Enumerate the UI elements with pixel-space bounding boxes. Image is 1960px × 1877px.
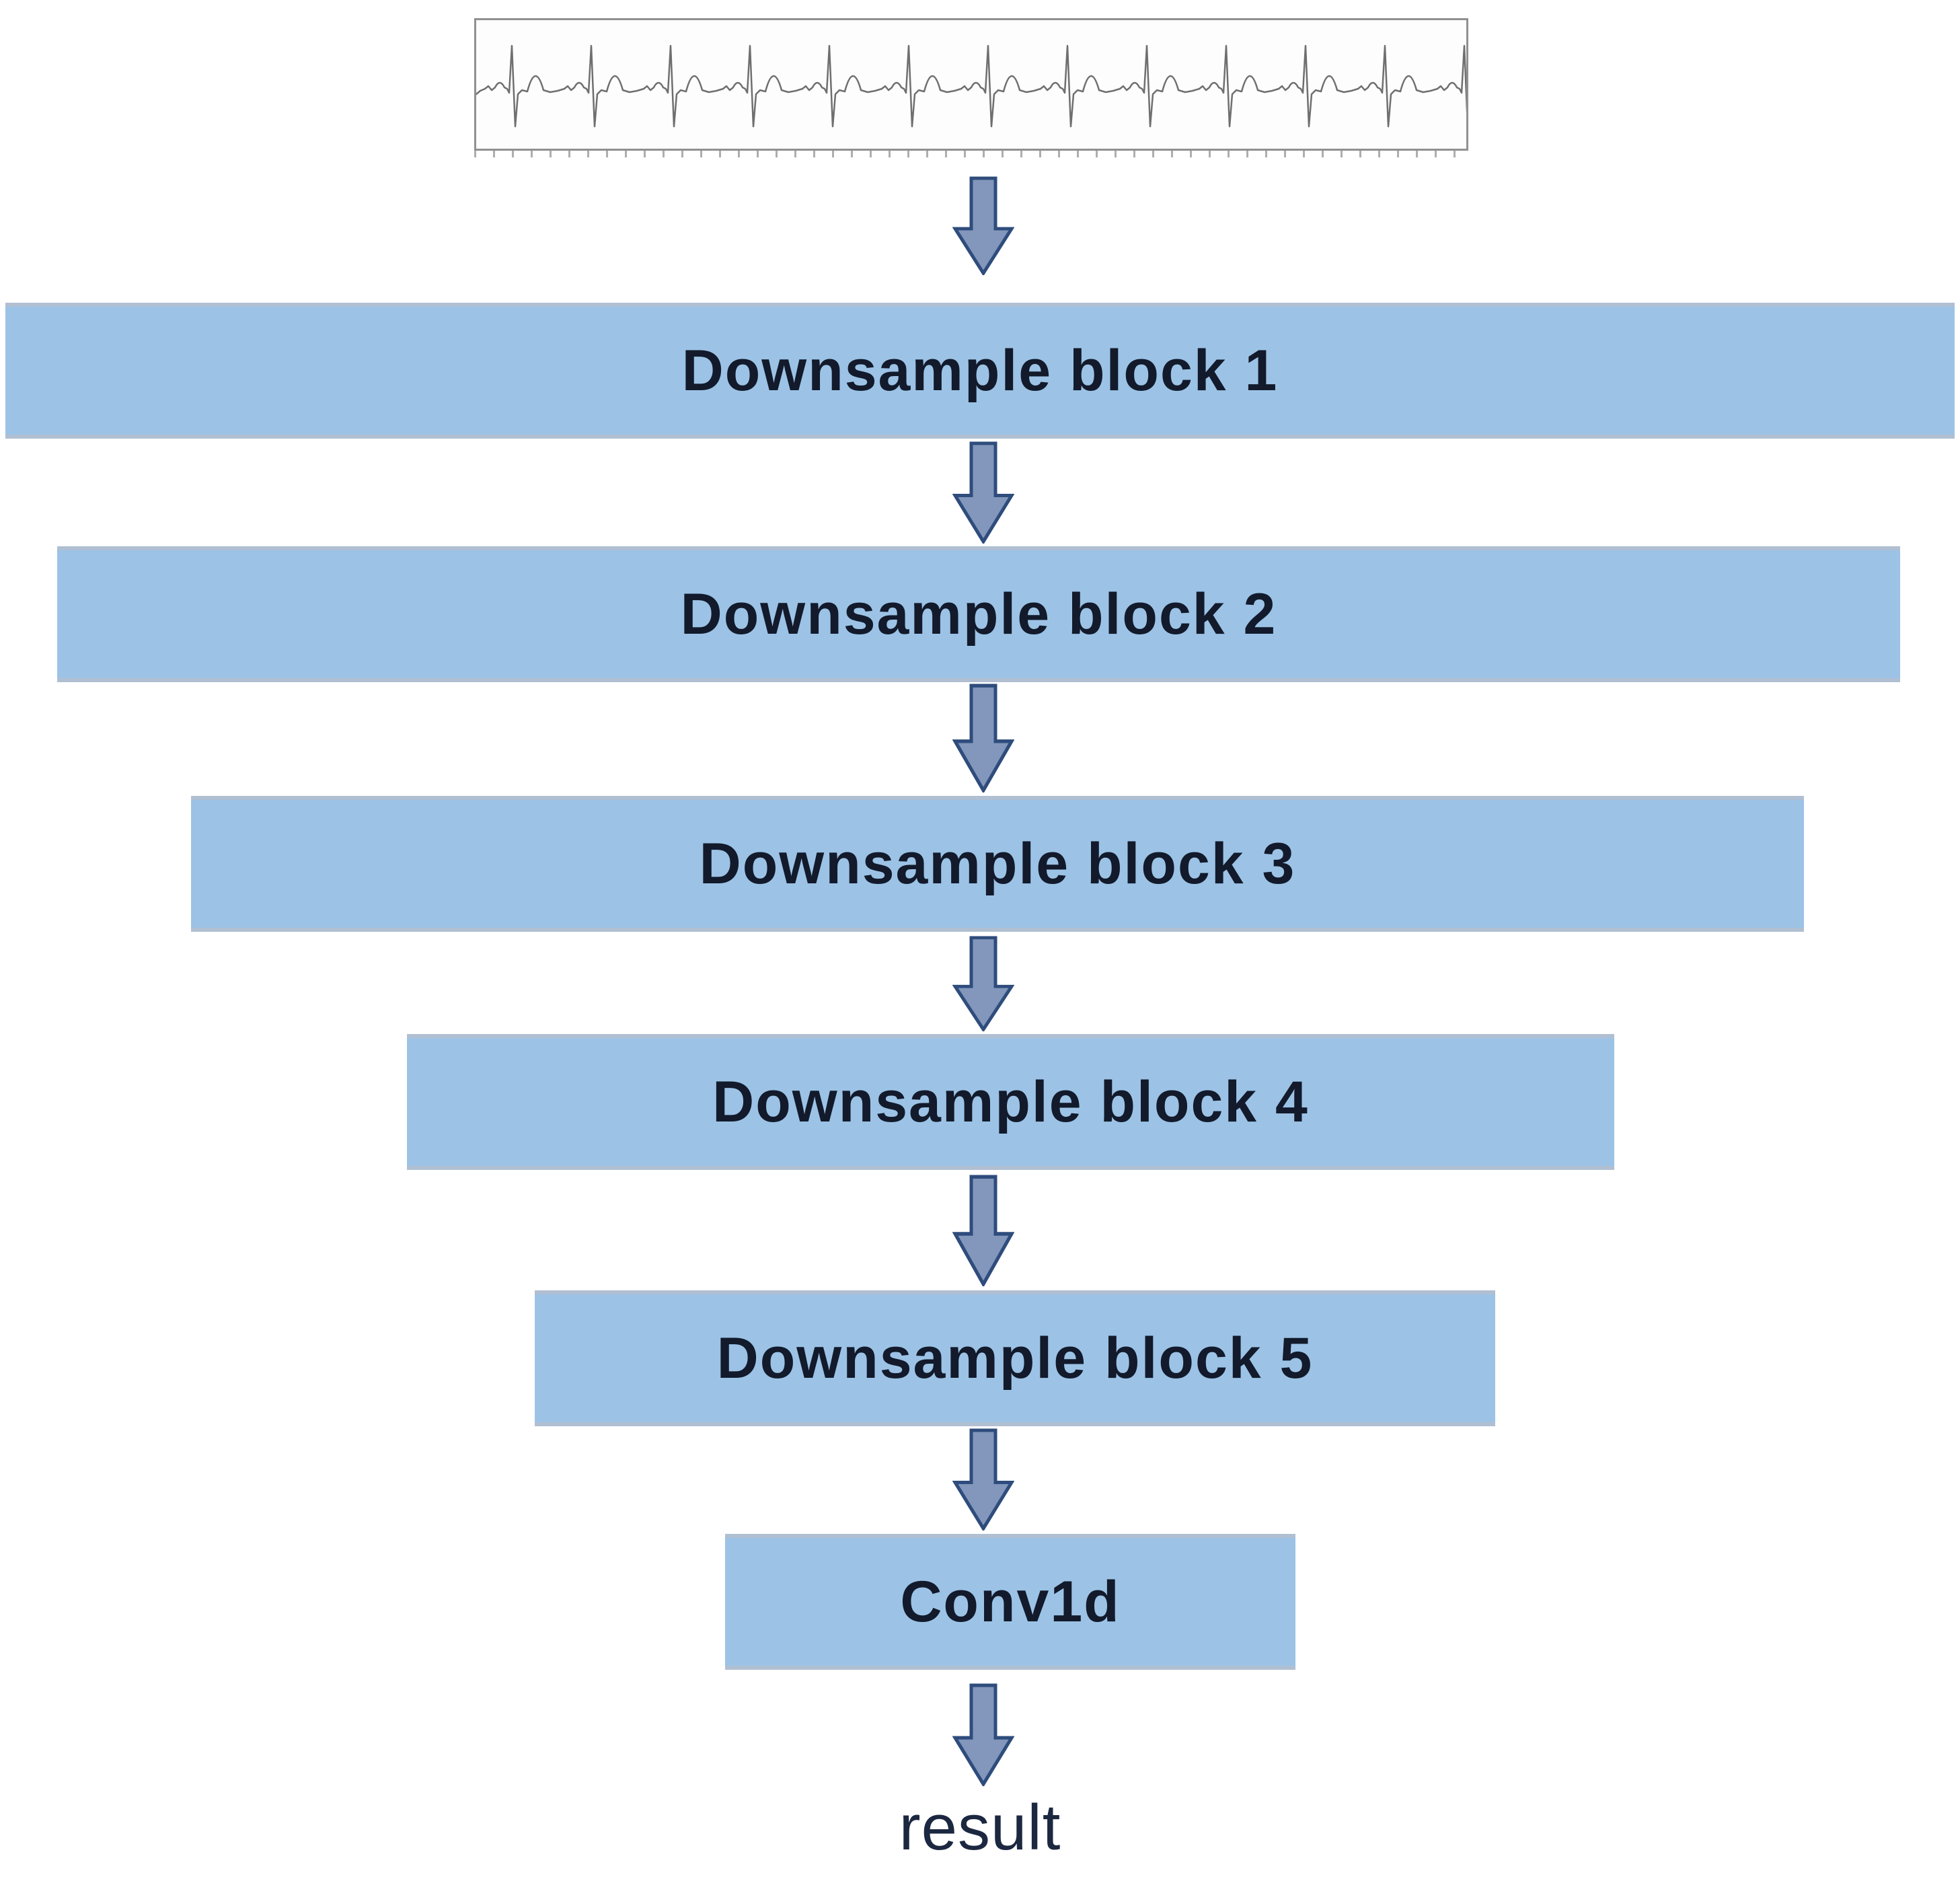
down-arrow-icon <box>952 1428 1014 1531</box>
downsample-block-1-label: Downsample block 1 <box>681 338 1279 403</box>
down-arrow-icon <box>952 1683 1014 1786</box>
result-label: result <box>899 1792 1061 1864</box>
downsample-block-1: Downsample block 1 <box>5 303 1955 439</box>
downsample-block-5-label: Downsample block 5 <box>716 1325 1314 1391</box>
conv1d-block: Conv1d <box>725 1534 1295 1670</box>
ecg-waveform-icon <box>476 44 1466 128</box>
down-arrow-icon <box>952 1175 1014 1286</box>
downsample-block-4: Downsample block 4 <box>407 1034 1614 1170</box>
downsample-block-3-label: Downsample block 3 <box>699 831 1296 896</box>
down-arrow-icon <box>952 441 1014 544</box>
downsample-block-3: Downsample block 3 <box>191 796 1804 932</box>
downsample-block-2-label: Downsample block 2 <box>680 581 1277 647</box>
down-arrow-icon <box>952 176 1014 275</box>
conv1d-block-label: Conv1d <box>900 1569 1121 1634</box>
downsample-block-4-label: Downsample block 4 <box>712 1069 1309 1134</box>
downsample-block-2: Downsample block 2 <box>57 546 1900 682</box>
down-arrow-icon <box>952 684 1014 793</box>
downsample-block-5: Downsample block 5 <box>535 1290 1495 1426</box>
down-arrow-icon <box>952 936 1014 1031</box>
ecg-axis-ticks <box>474 151 1468 157</box>
ecg-input-strip <box>474 18 1468 151</box>
